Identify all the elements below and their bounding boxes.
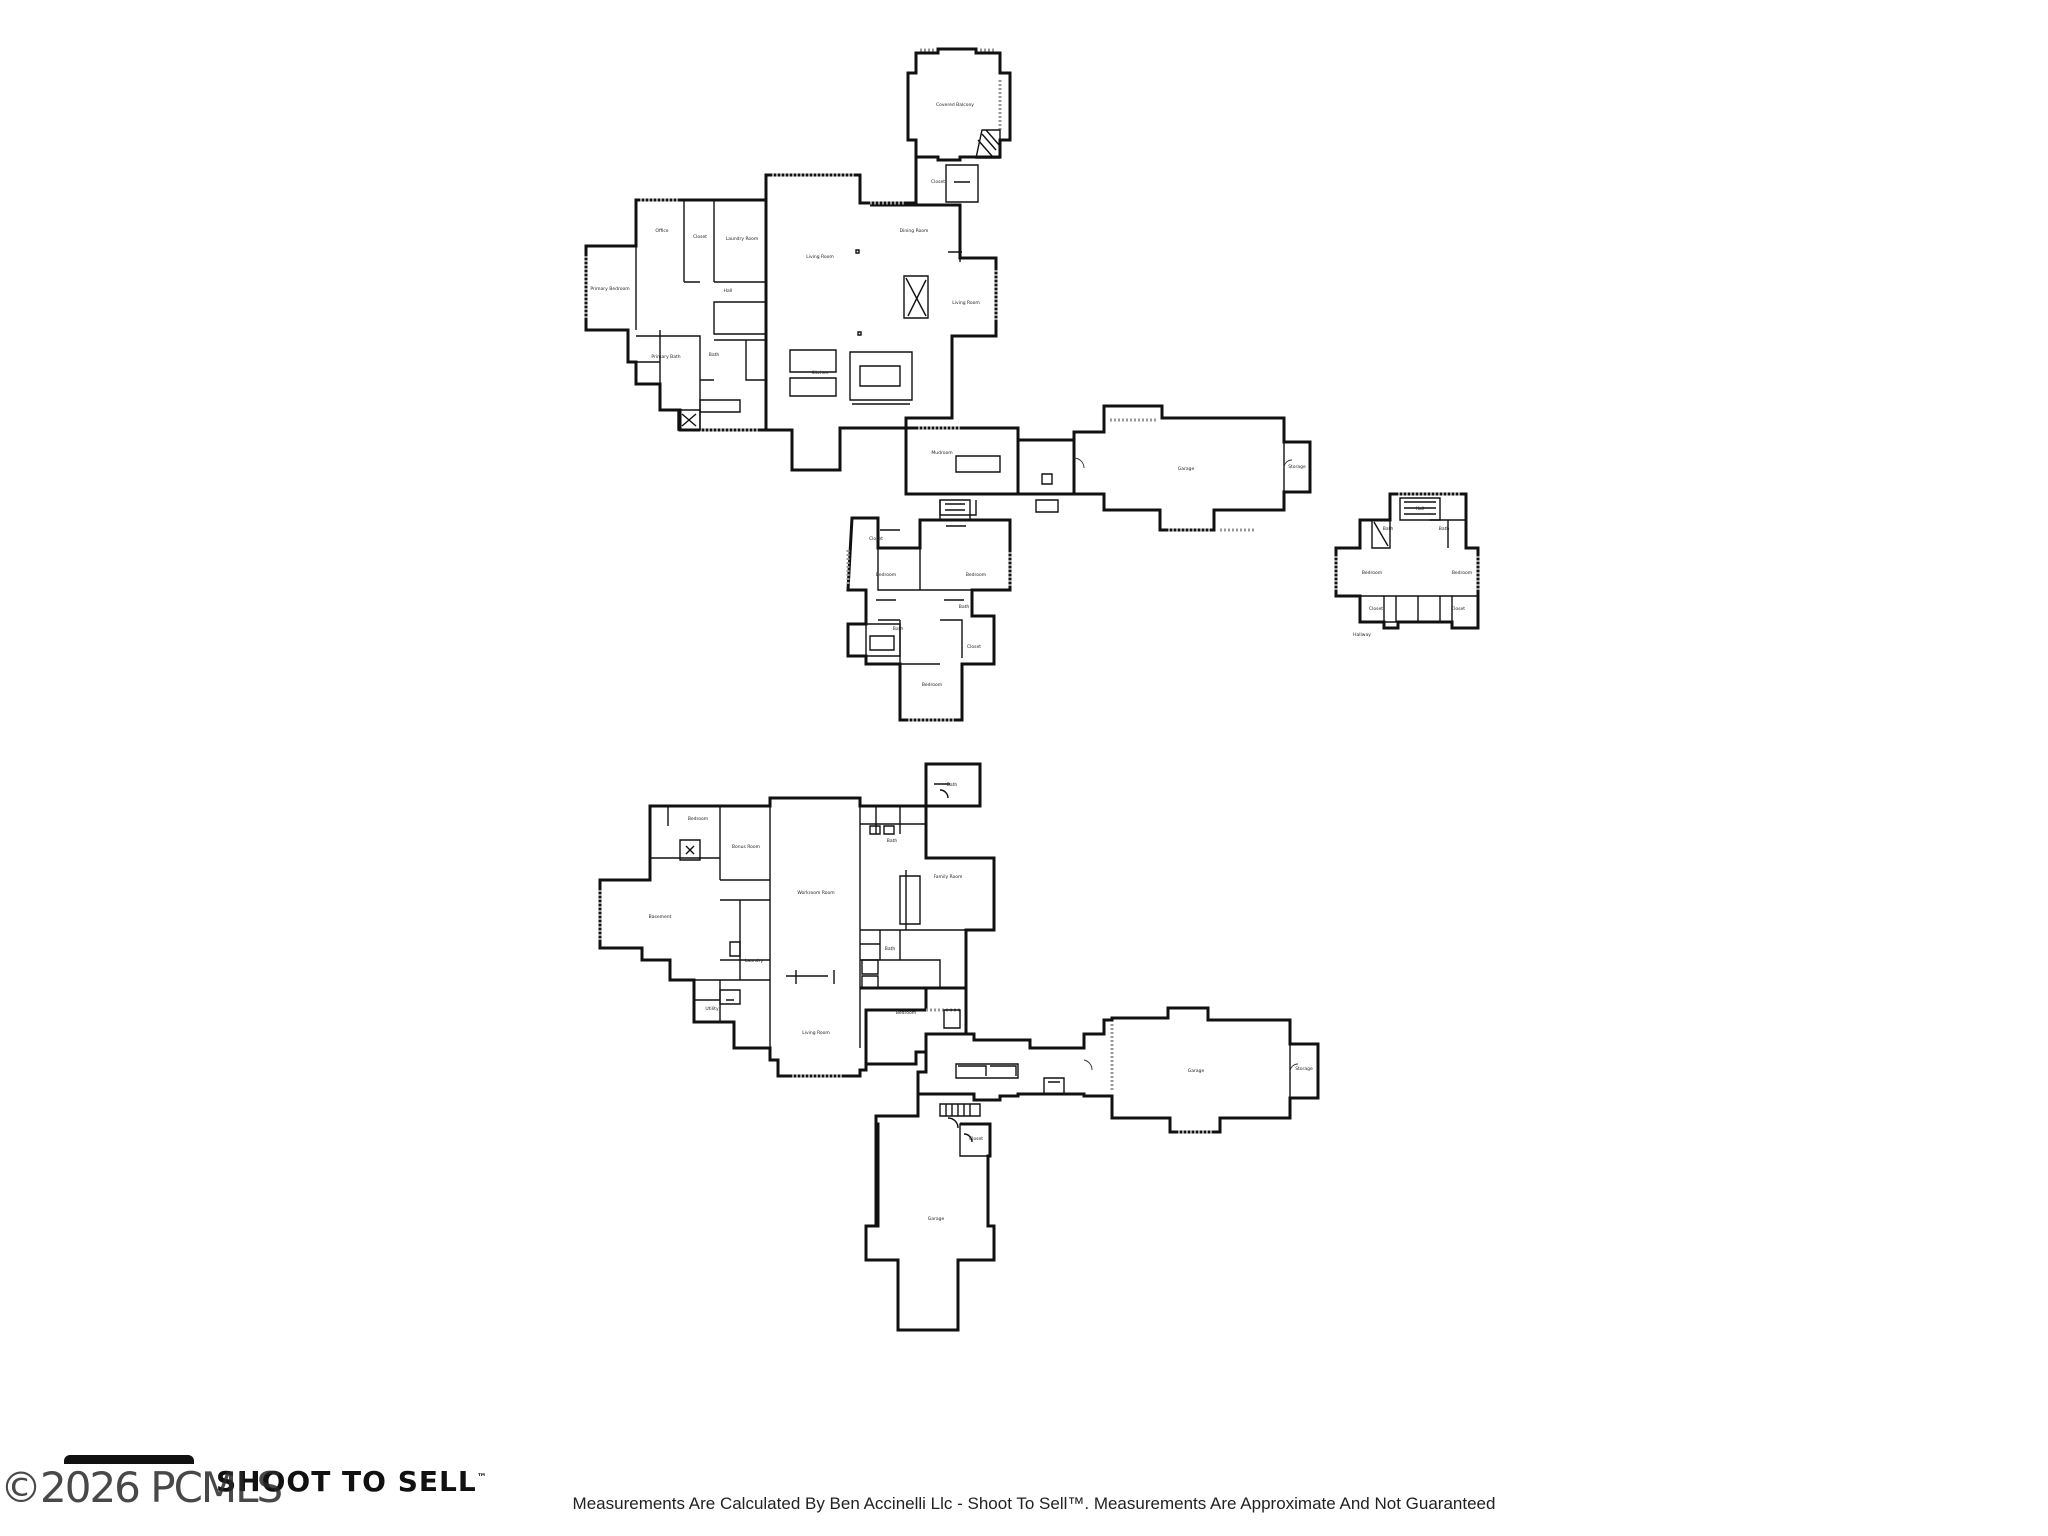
room-label: Closet: [1451, 606, 1465, 612]
room-label: Bedroom: [966, 572, 986, 578]
room-label: Storage: [1288, 464, 1306, 470]
room-labels: Covered Balcony Closet Office Closet Lau…: [590, 102, 1472, 1222]
brand-trademark: ™: [476, 1472, 488, 1484]
upper-level-plan: [1334, 492, 1480, 630]
room-label: Bedroom: [896, 1010, 916, 1016]
room-label: Family Room: [934, 874, 963, 880]
room-label: Bath: [959, 604, 970, 610]
room-label: Primary Bedroom: [590, 286, 629, 292]
room-label: Living Room: [952, 300, 980, 306]
room-label: Kitchen: [812, 370, 829, 376]
room-label: Bath: [887, 838, 898, 844]
room-label: Bath: [893, 626, 904, 632]
main-level-plan: [584, 47, 1312, 722]
room-label: Workroom Room: [797, 890, 834, 896]
brand-name: SHOOT TO SELL™: [216, 1465, 488, 1498]
room-label: Bath: [885, 946, 896, 952]
copyright-watermark: ©2026 PCMLS: [0, 1463, 283, 1512]
room-label: Closet: [693, 234, 707, 240]
room-label: Hall: [724, 288, 733, 294]
room-label: Bath: [947, 782, 958, 788]
room-label: Bedroom: [1362, 570, 1382, 576]
room-label: Basement: [649, 914, 672, 920]
room-label: Closet: [969, 1136, 983, 1142]
room-label: Living Room: [806, 254, 834, 260]
room-label: Bath: [709, 352, 720, 358]
room-label: Storage: [1295, 1066, 1313, 1072]
brand-logo: SHOOT TO SELL™: [4, 1455, 487, 1515]
room-label: Bedroom: [1452, 570, 1472, 576]
room-label: Bath: [1383, 526, 1394, 532]
room-label: Bedroom: [922, 682, 942, 688]
room-label: Office: [655, 228, 668, 234]
room-label: Hall: [1416, 506, 1425, 512]
brand-name-text: SHOOT TO SELL: [216, 1465, 477, 1498]
room-label: Closet: [967, 644, 981, 650]
room-label: Closet: [1369, 606, 1383, 612]
room-label: Bath: [1439, 526, 1450, 532]
room-label: Garage: [1188, 1068, 1205, 1074]
logo-mark-bar: [64, 1455, 194, 1464]
room-label: Mudroom: [931, 450, 952, 456]
room-label: Primary Bath: [651, 354, 680, 360]
room-label: Bedroom: [876, 572, 896, 578]
room-label: Dining Room: [900, 228, 929, 234]
room-label: Garage: [1178, 466, 1195, 472]
room-label: Garage: [928, 1216, 945, 1222]
room-label: Utility: [705, 1006, 719, 1012]
room-label: Covered Balcony: [936, 102, 974, 108]
room-label: Laundry Room: [726, 236, 759, 242]
lower-level-plan: [598, 762, 1320, 1332]
room-label: Hallway: [1353, 632, 1371, 638]
room-label: Closet: [931, 179, 945, 185]
room-label: Bonus Room: [732, 844, 760, 850]
room-label: Bedroom: [688, 816, 708, 822]
measurement-disclaimer: Measurements Are Calculated By Ben Accin…: [572, 1494, 1496, 1513]
room-label: Laundry: [745, 958, 764, 964]
room-label: Closet: [869, 536, 883, 542]
room-label: Living Room: [802, 1030, 830, 1036]
